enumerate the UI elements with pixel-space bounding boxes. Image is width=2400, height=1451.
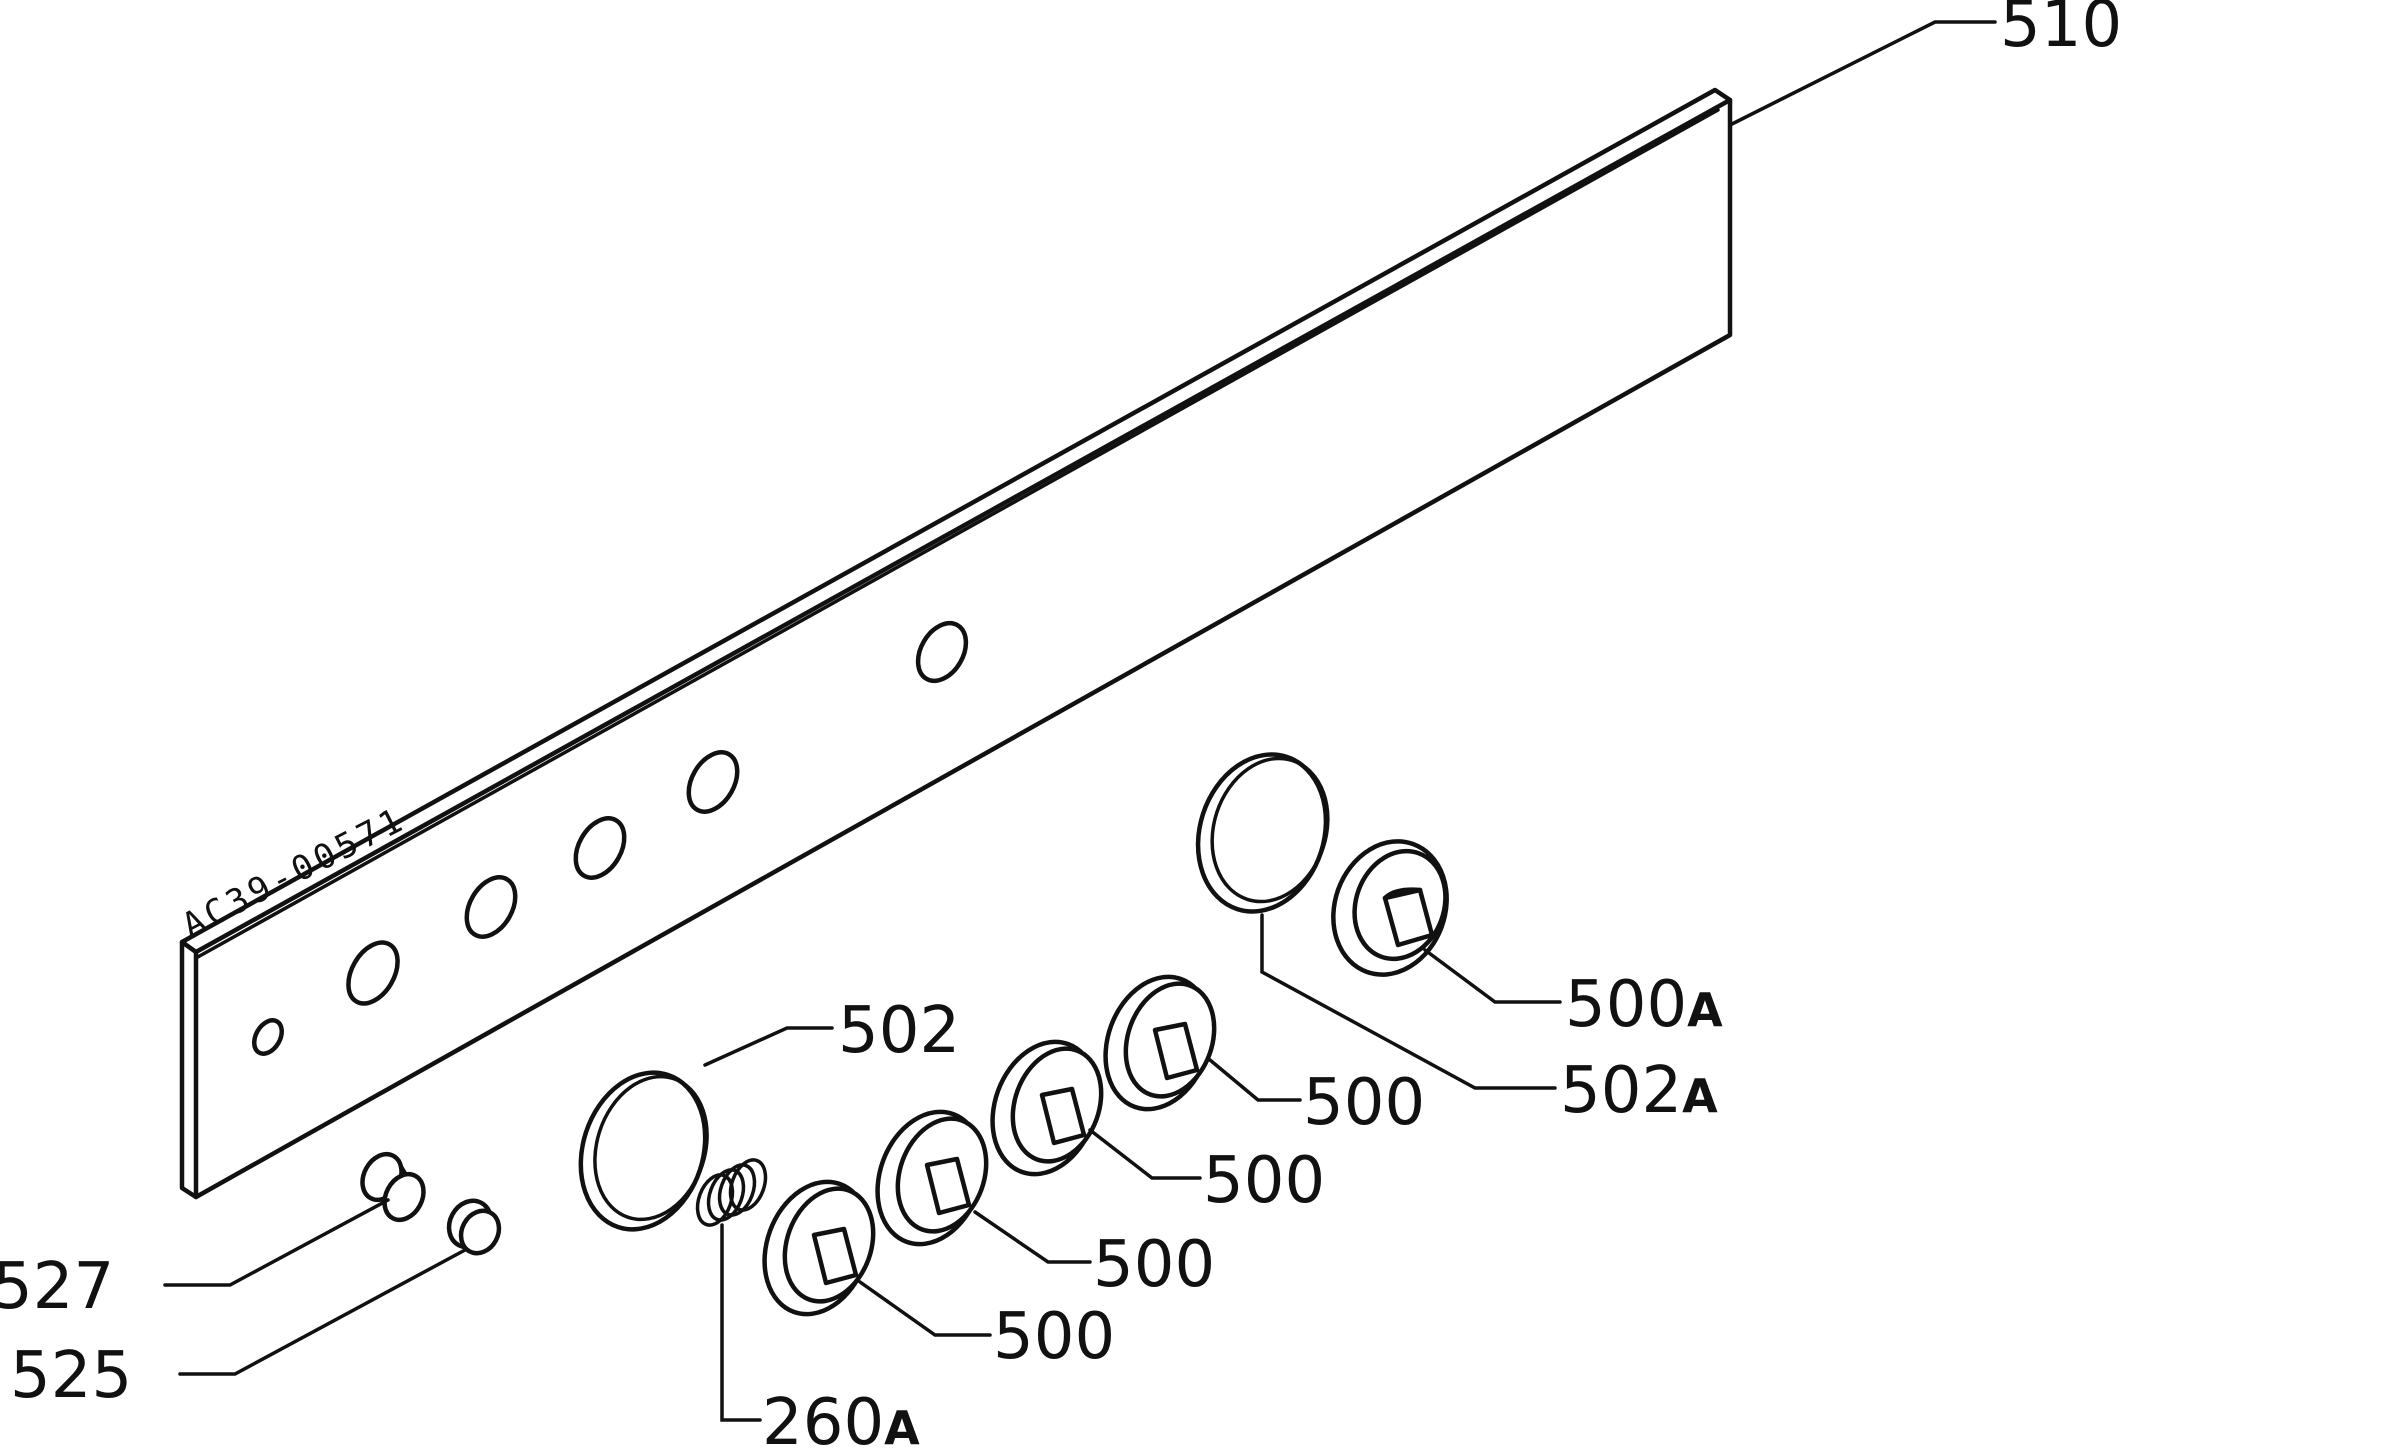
callout-500-a: 500 [1303, 1066, 1425, 1140]
panel-hole [252, 1018, 284, 1056]
panel-hole [346, 940, 400, 1006]
panel-hole [915, 620, 969, 684]
panel-hole [686, 750, 740, 814]
knob-500A [1331, 839, 1449, 977]
button-525 [446, 1198, 502, 1256]
panel-hole [573, 816, 627, 880]
leader-lines [163, 20, 1997, 1422]
knob-500 [762, 1179, 876, 1317]
callout-260A: 260A [762, 1386, 920, 1451]
callout-labels: 510 502 500A 502A 500 500 500 500 527 52… [0, 0, 2122, 1451]
knob-500 [990, 1039, 1104, 1177]
callout-502A: 502A [1560, 1054, 1718, 1128]
callout-502: 502 [838, 994, 960, 1068]
callout-510: 510 [2000, 0, 2122, 62]
callout-500-d: 500 [993, 1300, 1115, 1374]
cover-502 [578, 1070, 709, 1232]
callout-527: 527 [0, 1250, 114, 1324]
callout-525: 525 [10, 1339, 132, 1413]
knob-500 [875, 1109, 989, 1247]
spring-260A [695, 1158, 768, 1227]
panel-hole [464, 875, 518, 939]
knob-500 [1103, 974, 1217, 1112]
button-527 [360, 1151, 426, 1223]
cover-502A [1195, 752, 1330, 914]
callout-500-c: 500 [1093, 1228, 1215, 1302]
callout-500-b: 500 [1203, 1144, 1325, 1218]
callout-500A: 500A [1565, 968, 1723, 1042]
